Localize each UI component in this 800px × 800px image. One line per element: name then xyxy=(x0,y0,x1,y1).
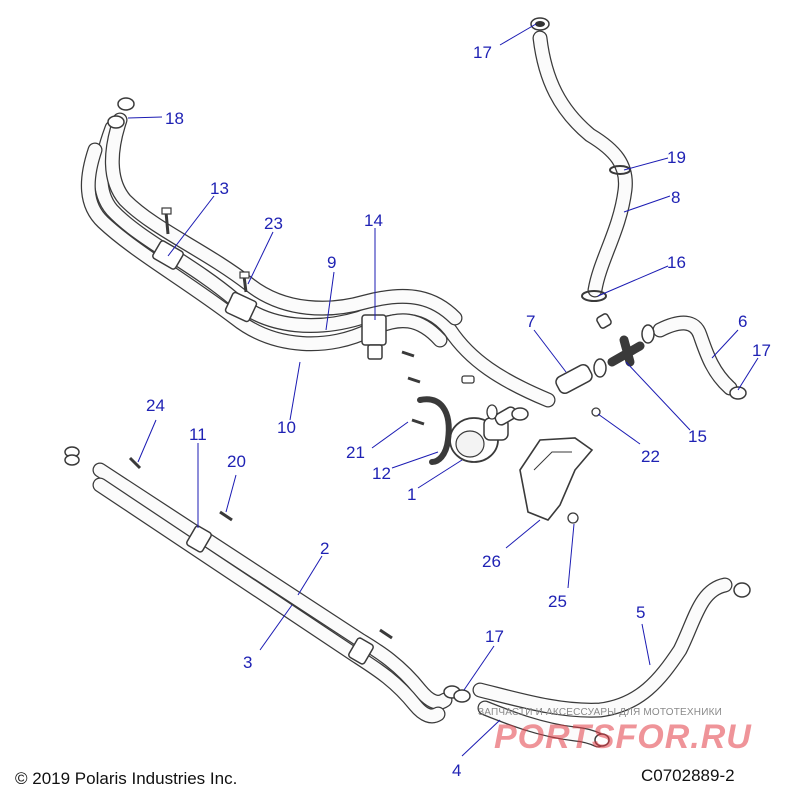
callout-19: 19 xyxy=(667,148,686,167)
callout-8: 8 xyxy=(671,188,680,207)
hose-10 xyxy=(80,142,448,352)
clamp-lower-17 xyxy=(443,685,471,703)
hose-3 xyxy=(92,477,446,724)
bolt-lower xyxy=(379,628,393,640)
hose-clamp-19 xyxy=(609,165,631,175)
clamp-6 xyxy=(641,324,747,400)
callout-17-bottom: 17 xyxy=(485,627,504,646)
hose-4 xyxy=(477,700,606,748)
hose-clamp-16 xyxy=(581,290,607,302)
water-pump-1 xyxy=(449,404,518,463)
hose-9 xyxy=(93,120,556,408)
callout-16: 16 xyxy=(667,253,686,272)
hose-2 xyxy=(92,462,453,710)
clamp-pump xyxy=(511,407,529,421)
callout-26: 26 xyxy=(482,552,501,571)
bolt-13 xyxy=(161,207,172,235)
hose-clamp-18 xyxy=(107,97,135,129)
hose-bracket-lower xyxy=(348,637,374,665)
hose-bracket-23 xyxy=(224,291,258,323)
callout-labels: 17 18 19 8 13 23 14 9 16 7 6 17 10 15 24… xyxy=(146,43,771,780)
watermark-logo: PORTSFOR.RU xyxy=(494,718,752,756)
watermark-caption: ЗАПЧАСТИ И АКСЕССУАРЫ ДЛЯ МОТОТЕХНИКИ xyxy=(478,707,723,718)
callout-9: 9 xyxy=(327,253,336,272)
callout-2: 2 xyxy=(320,539,329,558)
callout-10: 10 xyxy=(277,418,296,437)
bolt-24 xyxy=(128,456,142,470)
clamp-5 xyxy=(594,582,751,747)
clamp-7 xyxy=(593,358,607,378)
hose-8 xyxy=(532,30,633,298)
callout-22: 22 xyxy=(641,447,660,466)
callout-6: 6 xyxy=(738,312,747,331)
hose-clamp-top-17 xyxy=(530,17,550,31)
callout-5: 5 xyxy=(636,603,645,622)
callout-1: 1 xyxy=(407,485,416,504)
callout-17-right: 17 xyxy=(752,341,771,360)
leader-lines xyxy=(127,23,759,757)
hose-6 xyxy=(652,315,738,396)
callout-15: 15 xyxy=(688,427,707,446)
bolt-23 xyxy=(239,271,250,293)
hose-13 xyxy=(104,112,463,326)
callout-12: 12 xyxy=(372,464,391,483)
hose-stub xyxy=(596,313,612,329)
grommet xyxy=(461,375,475,384)
hose-bracket-14 xyxy=(361,314,387,360)
callout-3: 3 xyxy=(243,653,252,672)
callout-11: 11 xyxy=(189,425,207,444)
hose-bracket-13 xyxy=(152,240,184,270)
mount-bracket-26 xyxy=(519,437,594,521)
callout-23: 23 xyxy=(264,214,283,233)
hose-5 xyxy=(472,577,733,718)
callout-21: 21 xyxy=(346,443,365,462)
hose-bracket-11 xyxy=(186,525,212,553)
callout-20: 20 xyxy=(227,452,246,471)
callout-25: 25 xyxy=(548,592,567,611)
nut-25 xyxy=(567,512,579,524)
bolt-20 xyxy=(219,510,233,522)
callout-4: 4 xyxy=(452,761,461,780)
connector-7 xyxy=(555,363,593,395)
tee-fitting-15 xyxy=(607,335,645,367)
callout-13: 13 xyxy=(210,179,229,198)
copyright-notice: © 2019 Polaris Industries Inc. xyxy=(15,769,238,788)
clamp-24 xyxy=(64,446,80,466)
bolt-21 xyxy=(401,350,425,426)
pump-bracket-12 xyxy=(417,396,452,465)
callout-7: 7 xyxy=(526,312,535,331)
figure-code: C0702889-2 xyxy=(641,766,735,785)
callout-14: 14 xyxy=(364,211,383,230)
callout-24: 24 xyxy=(146,396,165,415)
callout-18: 18 xyxy=(165,109,184,128)
callout-17-top: 17 xyxy=(473,43,492,62)
